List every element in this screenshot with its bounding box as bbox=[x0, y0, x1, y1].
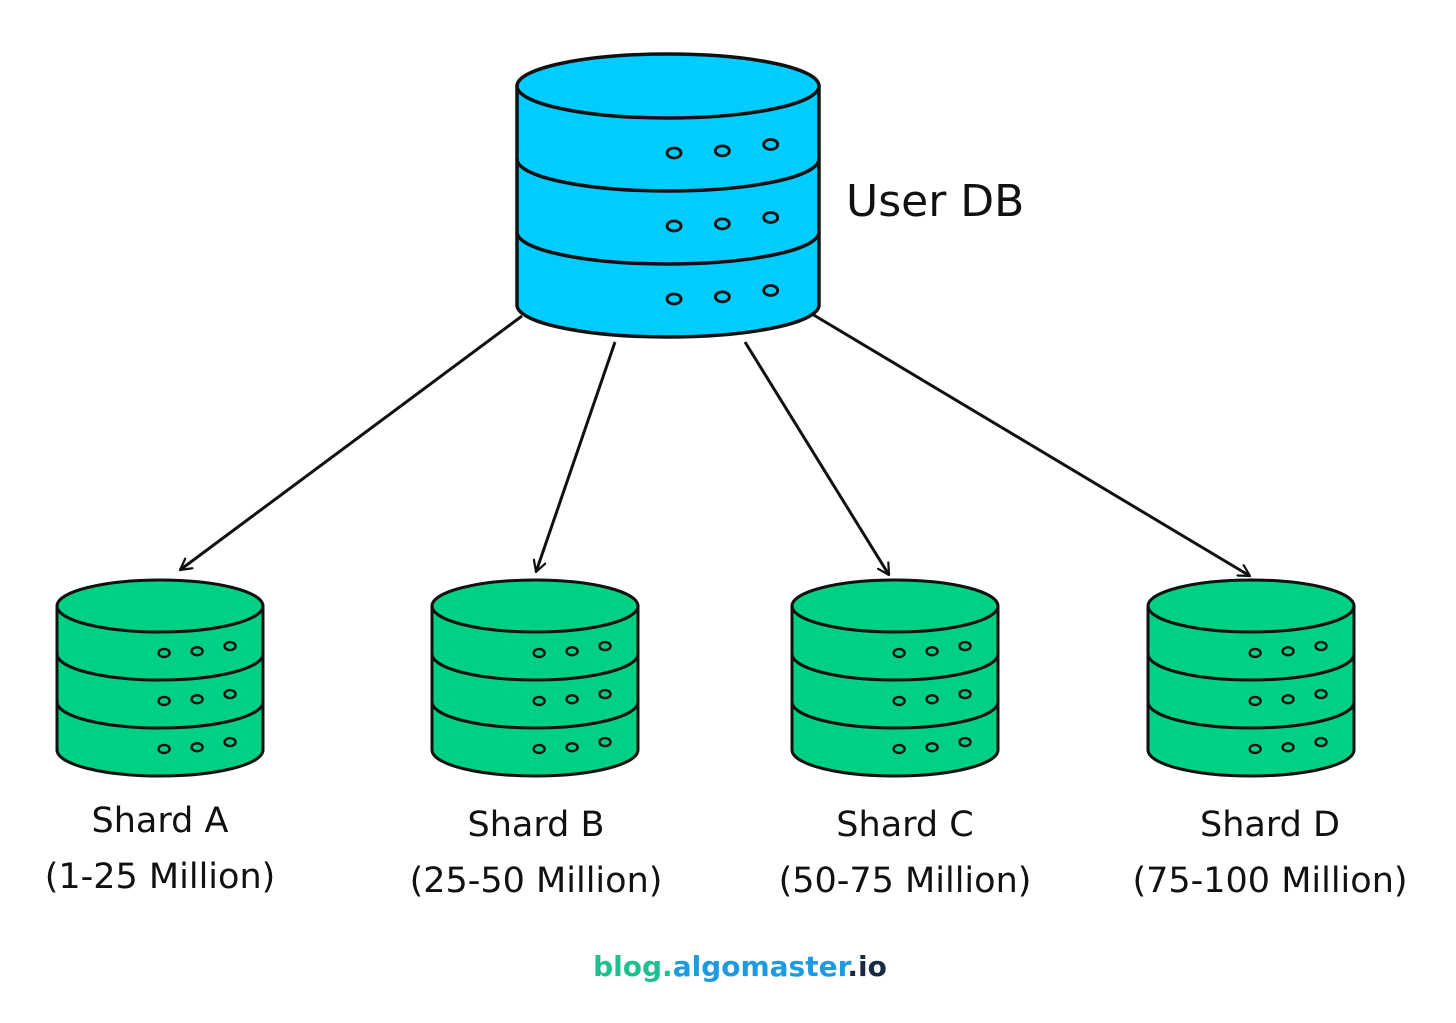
shard-a-name: Shard A bbox=[92, 801, 229, 841]
shard-d-name: Shard D bbox=[1200, 805, 1340, 845]
arrow-to-shard-c bbox=[743, 341, 891, 575]
watermark-suffix: .io bbox=[847, 950, 886, 983]
shard-b-name: Shard B bbox=[468, 805, 605, 845]
shard-a-database-icon bbox=[55, 578, 265, 778]
user-db-label: User DB bbox=[846, 176, 1024, 227]
arrow-to-shard-d bbox=[811, 312, 1250, 578]
shard-b-range: (25-50 Million) bbox=[410, 861, 663, 901]
watermark: blog.algomaster.io bbox=[593, 950, 887, 983]
watermark-prefix: blog. bbox=[593, 950, 673, 983]
shard-b-database-icon bbox=[430, 578, 640, 778]
shard-a-range: (1-25 Million) bbox=[45, 857, 276, 897]
shard-c-name: Shard C bbox=[836, 805, 973, 845]
watermark-brand: algomaster bbox=[673, 950, 852, 983]
arrow-to-shard-a bbox=[180, 314, 523, 572]
arrows bbox=[180, 312, 1250, 578]
shard-c-database-icon bbox=[790, 578, 1000, 778]
shard-d-range: (75-100 Million) bbox=[1132, 861, 1407, 901]
shard-c-range: (50-75 Million) bbox=[779, 861, 1032, 901]
shard-d-database-icon bbox=[1146, 578, 1356, 778]
user-db-icon bbox=[515, 52, 821, 339]
arrow-to-shard-b bbox=[536, 341, 617, 572]
